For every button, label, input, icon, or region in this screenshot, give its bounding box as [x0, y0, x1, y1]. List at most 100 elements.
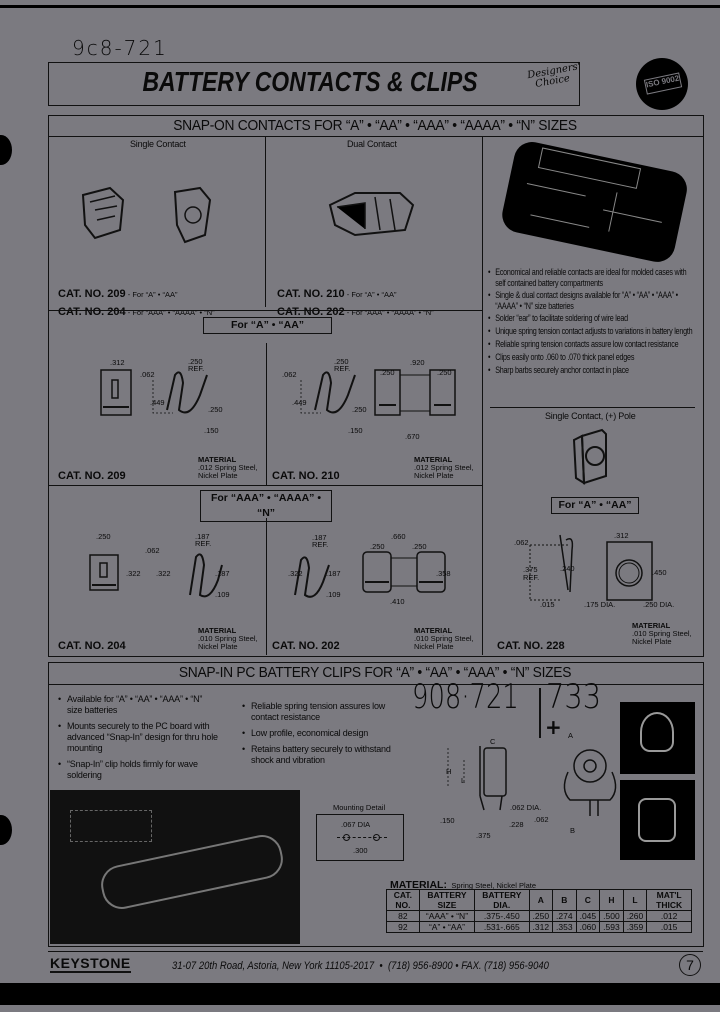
material-block: MATERIAL.010 Spring Steel, Nickel Plate [414, 627, 479, 651]
material-label: MATERIAL [198, 455, 237, 464]
feature-item: “Snap-In” clip holds firmly for wave sol… [58, 759, 218, 781]
divider [266, 518, 267, 655]
divider [48, 310, 482, 311]
material-label: MATERIAL [198, 626, 237, 635]
dimension-label: .187 REF. [195, 532, 212, 548]
scan-band [0, 983, 720, 1005]
column-header: B [552, 889, 577, 911]
dimension-label: .015 [540, 600, 555, 609]
dimension-label: .062 [514, 538, 529, 547]
dimension-label: .670 [405, 432, 420, 441]
handwritten-stroke [539, 688, 541, 738]
punch-hole [0, 815, 12, 845]
dimension-label: .187 REF. [312, 533, 329, 549]
cat202-drawing [294, 551, 446, 598]
dimension-label: .250 REF. [334, 357, 351, 373]
snap-in-section [48, 662, 704, 947]
dimension-label: .250 [208, 405, 223, 414]
hole-icon [343, 834, 350, 841]
dimension-label: .312 [614, 531, 629, 540]
dual-contact-photo [328, 192, 415, 237]
cat-number: CAT. NO. 209 [58, 288, 126, 300]
dimension-label: .062 [140, 370, 155, 379]
dimension-label: .250 [412, 542, 427, 551]
snap-in-spec-table: CAT. NO. BATTERY SIZE BATTERY DIA. A B C… [386, 889, 692, 933]
cat-number: CAT. NO. 209 [58, 470, 126, 482]
material-block: MATERIAL.010 Spring Steel, Nickel Plate [198, 627, 263, 651]
table-cell: 92 [386, 921, 420, 933]
mounting-detail-label: Mounting Detail [333, 803, 386, 812]
dimension-label: .660 [391, 532, 406, 541]
table-cell: .353 [552, 921, 577, 933]
cat228-photo [572, 428, 607, 485]
dimension-label: .375 REF. [523, 565, 540, 582]
material-block: MATERIAL.012 Spring Steel, Nickel Plate [414, 456, 479, 480]
feature-item: Low profile, economical design [242, 728, 402, 739]
cat-number: CAT. NO. 202 [277, 306, 345, 318]
material-value: .010 Spring Steel, Nickel Plate [632, 629, 692, 646]
material-label: MATERIAL [414, 455, 453, 464]
dimension-label: .062 [534, 815, 549, 824]
battery-case-photo [502, 142, 687, 262]
dimension-label: .449 [292, 398, 307, 407]
dimension-label: .175 DIA. [584, 600, 616, 609]
material-value: .010 Spring Steel, Nickel Plate [414, 634, 474, 651]
dimension-label: B [570, 826, 576, 835]
dimension-label: .150 [204, 426, 219, 435]
dimension-label: C [490, 737, 496, 746]
column-header: MAT'L THICK [646, 889, 692, 911]
dimension-label: .449 [150, 398, 165, 407]
hole-icon [373, 834, 380, 841]
column-header: L [622, 889, 648, 911]
handwritten-plus: + [545, 715, 562, 739]
material-block: MATERIAL.012 Spring Steel, Nickel Plate [198, 456, 263, 480]
pcb-photo [50, 790, 300, 944]
clip-photo-2 [620, 780, 695, 860]
material-line: MATERIAL: Spring Steel, Nickel Plate [390, 875, 536, 893]
divider [490, 407, 695, 408]
dimension-label: .250 [370, 542, 385, 551]
scan-edge [0, 5, 720, 8]
table-cell: .250 [528, 910, 554, 922]
dimension-label: A [568, 731, 574, 740]
handwritten-part-number-2: 733 [546, 677, 602, 717]
contact-image [81, 186, 125, 240]
feature-item: Solder “ear” to facilitate soldering of … [488, 313, 698, 324]
footer-address: 31-07 20th Road, Astoria, New York 11105… [172, 960, 549, 972]
feature-item: Reliable spring tension contacts assure … [488, 339, 698, 350]
cat-number: CAT. NO. 210 [272, 470, 340, 482]
column-header: H [599, 889, 624, 911]
single-cat-list: CAT. NO. 209 - For “A” • “AA” CAT. NO. 2… [58, 284, 215, 320]
column-header: A [528, 889, 554, 911]
cat-number: CAT. NO. 228 [497, 640, 565, 652]
table-cell: .359 [622, 921, 648, 933]
material-block: MATERIAL.010 Spring Steel, Nickel Plate [632, 622, 700, 646]
table-cell: “AAA” • “N” [418, 910, 476, 922]
divider [48, 485, 482, 486]
table-cell: .274 [552, 910, 577, 922]
material-value: Spring Steel, Nickel Plate [451, 881, 537, 890]
table-cell: .015 [646, 921, 692, 933]
material-value: .012 Spring Steel, Nickel Plate [414, 463, 474, 480]
table-cell: .045 [575, 910, 601, 922]
dimension-label: .322 [126, 569, 141, 578]
material-label: MATERIAL [632, 621, 671, 630]
dimension-label: .410 [390, 597, 405, 606]
table-cell: 82 [386, 910, 420, 922]
snap-in-clip-drawing [447, 746, 617, 816]
cat204-drawing [89, 553, 223, 598]
material-value: .010 Spring Steel, Nickel Plate [198, 634, 258, 651]
cat-desc: - For “AAA” • “AAAA” • “N” [344, 308, 434, 317]
dimension-label: .150 [348, 426, 363, 435]
dimension-label: .450 [652, 568, 667, 577]
dimension-label: .187 [326, 569, 341, 578]
page-number: 7 [679, 954, 701, 976]
snap-on-features: Economical and reliable contacts are ide… [488, 267, 698, 376]
cat-number: CAT. NO. 204 [58, 640, 126, 652]
footer-divider [48, 951, 703, 952]
dimension-label: .358 [436, 569, 451, 578]
snap-in-title: SNAP-IN PC BATTERY CLIPS FOR “A” • “AA” … [178, 664, 572, 681]
feature-item: Mounts securely to the PC board with adv… [58, 721, 218, 754]
handwritten-note: 9c8-721 [72, 36, 168, 60]
